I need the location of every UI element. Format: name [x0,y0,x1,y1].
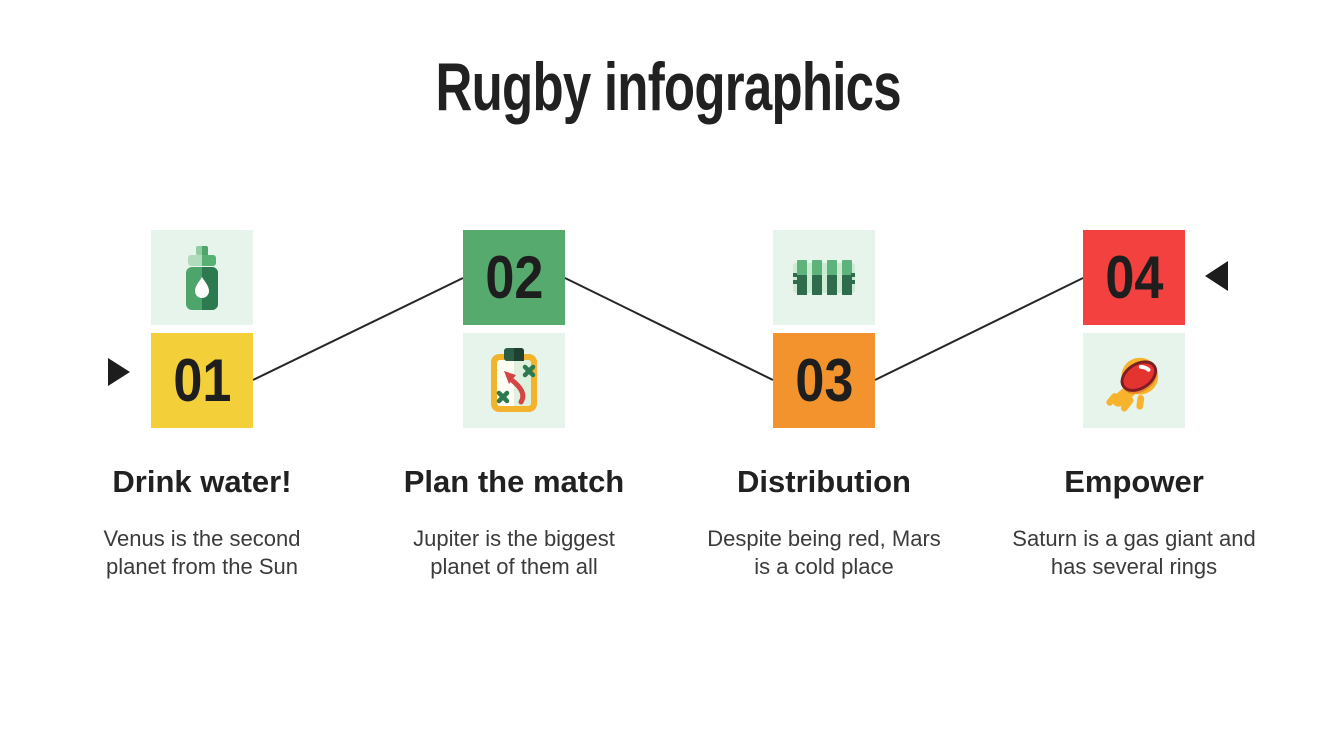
connector-line-3 [874,277,1084,381]
rugby-field-icon [793,259,855,295]
strategy-clipboard-icon [491,347,537,412]
step1-icon-tile [151,230,253,325]
step3-number: 03 [794,347,854,414]
step3-heading: Distribution [737,464,911,499]
step2-number: 02 [484,244,544,311]
step3-number-tile: 03 [773,333,875,428]
step1-number: 01 [172,347,232,414]
right-pointer-icon [1205,261,1228,291]
step3-icon-tile [773,230,875,325]
step1-number-tile: 01 [151,333,253,428]
water-bottle-icon [186,245,218,310]
step4-heading: Empower [1064,464,1204,499]
step2-number-tile: 02 [463,230,565,325]
step2-heading: Plan the match [403,464,625,499]
step2-icon-tile [463,333,565,428]
connector-line-1 [252,277,464,381]
step1-heading: Drink water! [112,464,292,499]
page-title: Rugby infographics [435,49,901,125]
step4-number: 04 [1104,244,1164,311]
step4-number-tile: 04 [1083,230,1185,325]
step4-icon-tile [1083,333,1185,428]
connector-line-2 [564,277,774,381]
left-pointer-icon [108,358,130,386]
rugby-ball-icon [1106,357,1159,412]
